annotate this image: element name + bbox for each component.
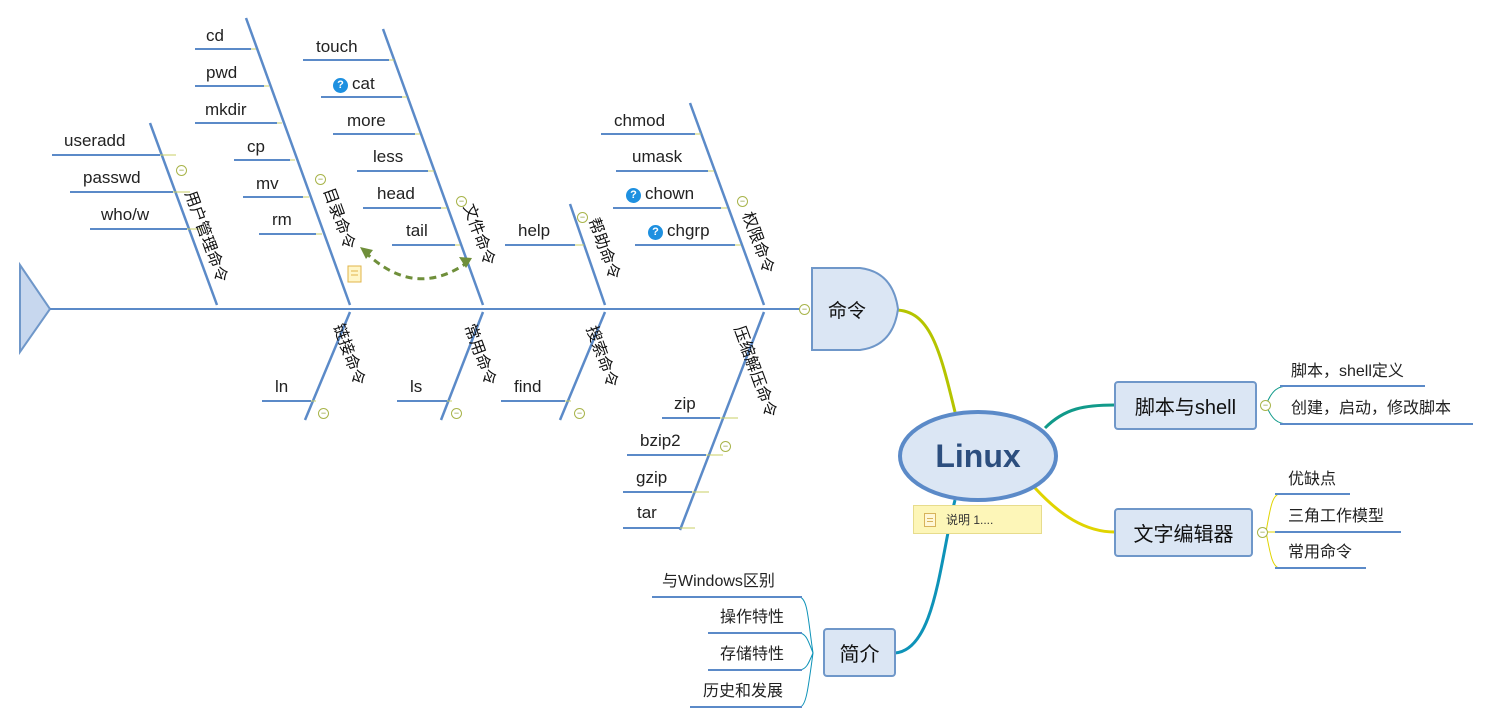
- note-text: 说明 1....: [946, 513, 994, 527]
- item-more[interactable]: more: [347, 111, 386, 130]
- node-text-editor[interactable]: 文字编辑器: [1114, 508, 1253, 557]
- child-script-definition[interactable]: 脚本，shell定义: [1291, 363, 1404, 380]
- item-mkdir[interactable]: mkdir: [205, 100, 247, 119]
- item-cat-label: cat: [352, 74, 375, 93]
- collapse-toggle-common[interactable]: −: [451, 408, 462, 419]
- child-underlines: [652, 385, 1473, 708]
- commands-node-shape[interactable]: [811, 267, 900, 351]
- item-passwd[interactable]: passwd: [83, 168, 141, 187]
- commands-node[interactable]: 命令: [827, 300, 866, 322]
- branch-text-editor: [1033, 486, 1116, 534]
- bone-compress: [678, 311, 766, 531]
- item-head[interactable]: head: [377, 184, 415, 203]
- item-find[interactable]: find: [514, 377, 542, 396]
- bone-dir: [244, 17, 352, 306]
- help-icon[interactable]: ?: [648, 225, 663, 240]
- arrowhead-right: [459, 257, 472, 268]
- relationship-arrow[interactable]: [363, 250, 469, 281]
- item-cd[interactable]: cd: [206, 26, 224, 45]
- connector-ticks: [160, 48, 741, 529]
- collapse-toggle-search[interactable]: −: [574, 408, 585, 419]
- item-lines: [52, 48, 735, 529]
- note-callout[interactable]: 说明 1....: [913, 505, 1042, 534]
- item-tar[interactable]: tar: [637, 503, 657, 522]
- item-bzip2[interactable]: bzip2: [640, 431, 681, 450]
- collapse-toggle-help[interactable]: −: [577, 212, 588, 223]
- item-useradd[interactable]: useradd: [64, 131, 126, 150]
- bone-common: [439, 311, 485, 421]
- item-less[interactable]: less: [373, 147, 404, 166]
- item-chgrp[interactable]: ? chgrp: [648, 221, 710, 241]
- item-chown-label: chown: [645, 184, 695, 203]
- branch-script-shell: [1043, 403, 1116, 430]
- child-editor-model[interactable]: 三角工作模型: [1288, 508, 1385, 525]
- item-touch[interactable]: touch: [316, 37, 358, 56]
- collapse-toggle-perm[interactable]: −: [737, 196, 748, 207]
- item-gzip[interactable]: gzip: [636, 468, 668, 487]
- collapse-toggle-link[interactable]: −: [318, 408, 329, 419]
- item-cp[interactable]: cp: [247, 137, 265, 156]
- item-tail[interactable]: tail: [406, 221, 428, 240]
- bone-link: [303, 311, 352, 421]
- item-cat[interactable]: ? cat: [333, 74, 375, 94]
- fishbone-tail: [19, 261, 52, 356]
- item-zip[interactable]: zip: [674, 394, 696, 413]
- child-editor-commands[interactable]: 常用命令: [1288, 544, 1353, 561]
- collapse-toggle-file[interactable]: −: [456, 196, 467, 207]
- child-intro-history[interactable]: 历史和发展: [703, 683, 784, 700]
- item-chmod[interactable]: chmod: [614, 111, 666, 130]
- item-umask[interactable]: umask: [632, 147, 683, 166]
- item-chown[interactable]: ? chown: [626, 184, 694, 204]
- child-editor-pros-cons[interactable]: 优缺点: [1288, 471, 1337, 488]
- center-node-shape[interactable]: [898, 410, 1058, 502]
- bone-user-mgmt: [148, 122, 219, 306]
- bone-help: [568, 203, 607, 306]
- note-icon: [924, 512, 936, 527]
- item-ls[interactable]: ls: [410, 377, 423, 396]
- item-rm[interactable]: rm: [272, 210, 292, 229]
- collapse-toggle-user-mgmt[interactable]: −: [176, 165, 187, 176]
- arrowhead-left: [360, 247, 373, 259]
- branch-commands: [894, 308, 957, 413]
- collapse-toggle-compress[interactable]: −: [720, 441, 731, 452]
- child-intro-storage[interactable]: 存储特性: [720, 646, 785, 663]
- center-node[interactable]: Linux: [935, 437, 1021, 474]
- node-intro[interactable]: 简介: [823, 628, 896, 677]
- child-script-create[interactable]: 创建，启动，修改脚本: [1291, 400, 1452, 417]
- collapse-toggle-text-editor[interactable]: −: [1257, 527, 1268, 538]
- item-who-w[interactable]: who/w: [101, 205, 150, 224]
- bone-perm: [688, 102, 766, 306]
- help-icon[interactable]: ?: [626, 188, 641, 203]
- item-help[interactable]: help: [518, 221, 551, 240]
- node-script-shell[interactable]: 脚本与shell: [1114, 381, 1257, 430]
- child-intro-ops[interactable]: 操作特性: [720, 609, 785, 626]
- collapse-toggle-dir[interactable]: −: [315, 174, 326, 185]
- help-icon[interactable]: ?: [333, 78, 348, 93]
- item-pwd[interactable]: pwd: [206, 63, 238, 82]
- note-icon-dir[interactable]: [347, 265, 362, 283]
- collapse-toggle-script-shell[interactable]: −: [1260, 400, 1271, 411]
- collapse-toggle-commands[interactable]: −: [799, 304, 810, 315]
- item-ln[interactable]: ln: [275, 377, 289, 396]
- child-intro-windows[interactable]: 与Windows区别: [662, 573, 775, 590]
- bone-search: [558, 311, 607, 421]
- item-chgrp-label: chgrp: [667, 221, 710, 240]
- item-mv[interactable]: mv: [256, 174, 279, 193]
